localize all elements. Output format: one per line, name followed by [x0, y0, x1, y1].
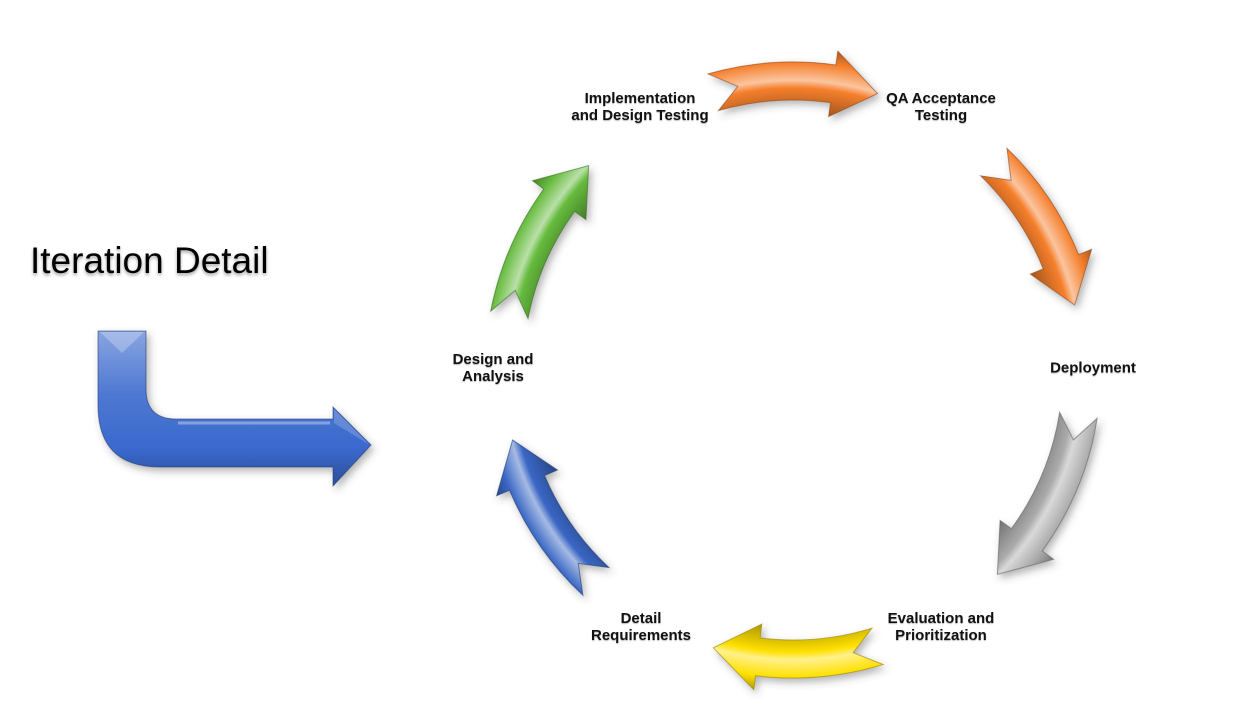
entry-arrow-bevel-highlight — [100, 332, 144, 353]
diagram-title: Iteration Detail — [30, 240, 269, 281]
entry-arrowhead-bevel-highlight — [334, 409, 370, 445]
stage-label-detail-requirements: Detail Requirements — [590, 610, 692, 644]
stage-label-implementation: Implementation and Design Testing — [571, 90, 709, 124]
stage-label-evaluation-prioritization: Evaluation and Prioritization — [887, 610, 995, 644]
arrow-qa-to-deployment — [979, 147, 1093, 306]
arrow-detail-requirements-to-design-analysis — [495, 439, 611, 597]
entry-arrow — [97, 330, 372, 488]
arrow-evaluation-to-detail-requirements — [712, 623, 885, 691]
arrow-implementation-to-qa — [706, 49, 879, 118]
arrow-design-analysis-to-implementation — [489, 164, 590, 321]
stage-label-deployment: Deployment — [1050, 359, 1136, 377]
stage-label-design-analysis: Design and Analysis — [452, 351, 534, 385]
stage-label-qa-acceptance-testing: QA Acceptance Testing — [886, 90, 996, 124]
arrow-deployment-to-evaluation — [996, 410, 1098, 576]
